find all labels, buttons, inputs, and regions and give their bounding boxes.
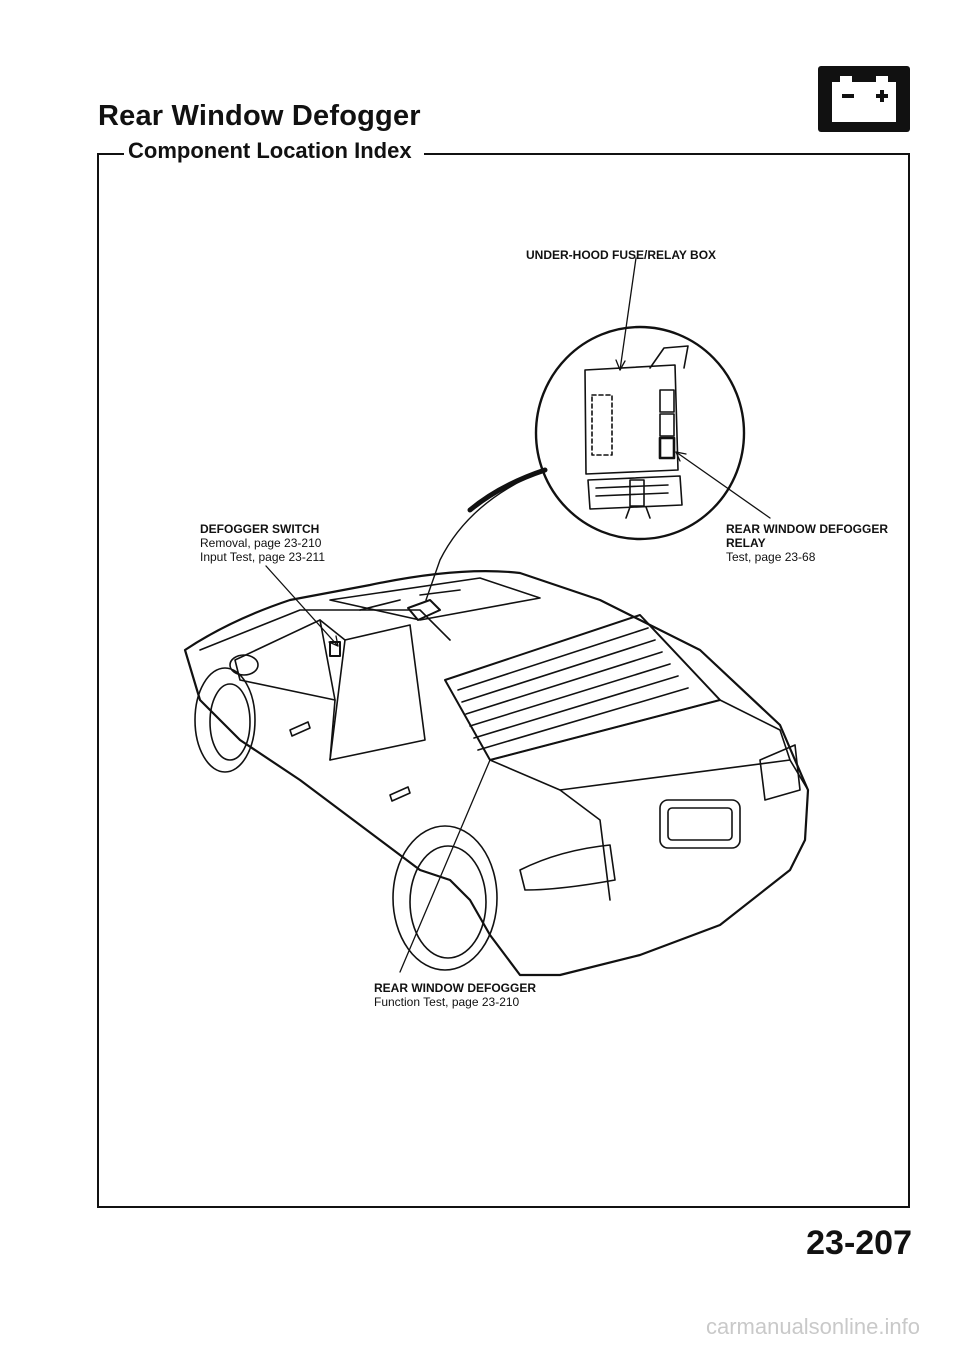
page-number: 23-207 (806, 1224, 912, 1262)
label-rear-window-defogger-name: REAR WINDOW DEFOGGER (374, 981, 536, 995)
label-rear-window-defogger: REAR WINDOW DEFOGGER Function Test, page… (374, 981, 536, 1009)
label-defogger-relay-name2: RELAY (726, 536, 766, 550)
fuse-box-inset (425, 325, 746, 601)
label-defogger-relay-test: Test, page 23-68 (726, 550, 816, 564)
label-defogger-switch-removal: Removal, page 23-210 (200, 536, 322, 550)
page-title: Rear Window Defogger (98, 100, 421, 132)
label-defogger-relay: REAR WINDOW DEFOGGER RELAY Test, page 23… (726, 522, 888, 564)
content-frame (97, 153, 910, 1208)
label-fuse-box: UNDER-HOOD FUSE/RELAY BOX (526, 248, 716, 262)
car-body (183, 570, 810, 977)
page-subtitle: Component Location Index (124, 138, 424, 164)
battery-icon (818, 66, 910, 132)
label-defogger-switch: DEFOGGER SWITCH Removal, page 23-210 Inp… (200, 522, 325, 564)
watermark: carmanualsonline.info (705, 1314, 920, 1339)
label-defogger-switch-name: DEFOGGER SWITCH (200, 522, 320, 536)
label-fuse-box-name: UNDER-HOOD FUSE/RELAY BOX (526, 248, 717, 262)
leader-lines (265, 257, 771, 973)
label-rear-window-defogger-test: Function Test, page 23-210 (374, 995, 520, 1009)
label-defogger-switch-input: Input Test, page 23-211 (200, 550, 325, 564)
label-defogger-relay-name: REAR WINDOW DEFOGGER (726, 522, 888, 536)
